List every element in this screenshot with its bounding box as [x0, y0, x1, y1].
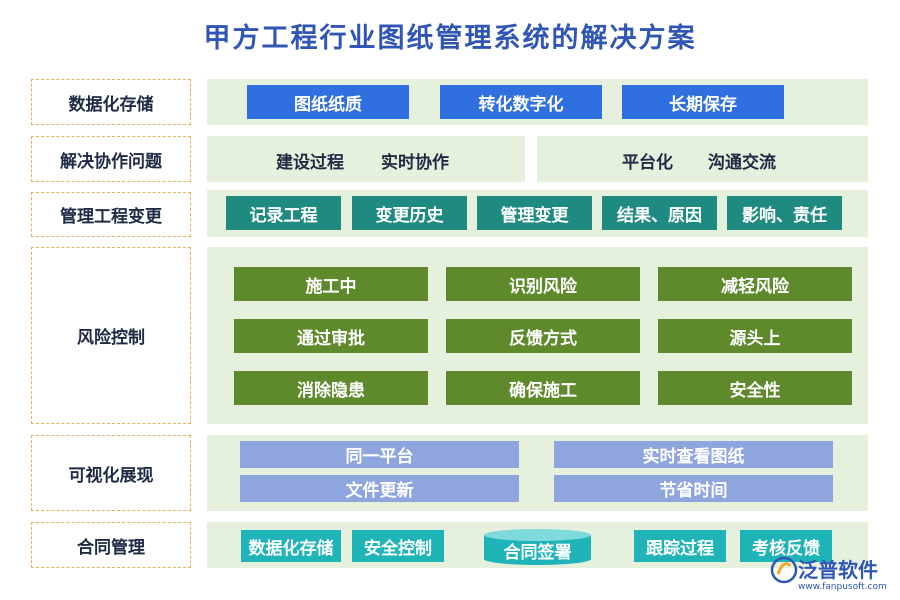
- box-risk-5: 反馈方式: [446, 319, 640, 353]
- box-contract-2: 安全控制: [352, 530, 444, 562]
- panel-collab-right: [537, 136, 868, 182]
- text-collab-3: 平台化: [622, 153, 673, 173]
- row-label-collab: 解决协作问题: [31, 136, 191, 182]
- box-risk-6: 源头上: [658, 319, 852, 353]
- row-label-visual: 可视化展现: [31, 435, 191, 511]
- row-label-storage: 数据化存储: [31, 79, 191, 125]
- box-risk-7: 消除隐患: [234, 371, 428, 405]
- box-storage-2: 转化数字化: [440, 85, 602, 119]
- row-label-risk: 风险控制: [31, 247, 191, 424]
- box-risk-9: 安全性: [658, 371, 852, 405]
- box-change-3: 管理变更: [477, 196, 592, 230]
- row-label-change: 管理工程变更: [31, 192, 191, 237]
- box-visual-1: 同一平台: [240, 441, 519, 468]
- panel-collab-left: [207, 136, 525, 182]
- logo-brand-text: 泛普软件: [798, 558, 878, 582]
- box-contract-1: 数据化存储: [241, 530, 341, 562]
- box-contract-5: 考核反馈: [740, 530, 832, 562]
- logo-url-text: www.fanpusoft.com: [798, 582, 887, 592]
- text-collab-4: 沟通交流: [708, 153, 776, 173]
- page-title: 甲方工程行业图纸管理系统的解决方案: [203, 23, 697, 54]
- text-collab-1: 建设过程: [276, 153, 344, 173]
- box-risk-4: 通过审批: [234, 319, 428, 353]
- box-visual-2: 实时查看图纸: [554, 441, 833, 468]
- box-risk-3: 减轻风险: [658, 267, 852, 301]
- box-storage-1: 图纸纸质: [247, 85, 409, 119]
- box-risk-8: 确保施工: [446, 371, 640, 405]
- box-change-4: 结果、原因: [602, 196, 717, 230]
- box-visual-4: 节省时间: [554, 475, 833, 502]
- box-contract-4: 跟踪过程: [634, 530, 726, 562]
- box-change-5: 影响、责任: [727, 196, 842, 230]
- text-collab-2: 实时协作: [381, 153, 449, 173]
- box-storage-3: 长期保存: [622, 85, 784, 119]
- box-risk-2: 识别风险: [446, 267, 640, 301]
- box-contract-3-cylinder: 合同签署: [484, 529, 591, 565]
- brand-logo: 泛普软件 www.fanpusoft.com: [768, 554, 893, 598]
- box-change-2: 变更历史: [352, 196, 467, 230]
- box-visual-3: 文件更新: [240, 475, 519, 502]
- row-label-contract: 合同管理: [31, 522, 191, 568]
- box-risk-1: 施工中: [234, 267, 428, 301]
- box-contract-3-label: 合同签署: [503, 542, 572, 563]
- logo-icon: [770, 556, 798, 584]
- box-change-1: 记录工程: [226, 196, 341, 230]
